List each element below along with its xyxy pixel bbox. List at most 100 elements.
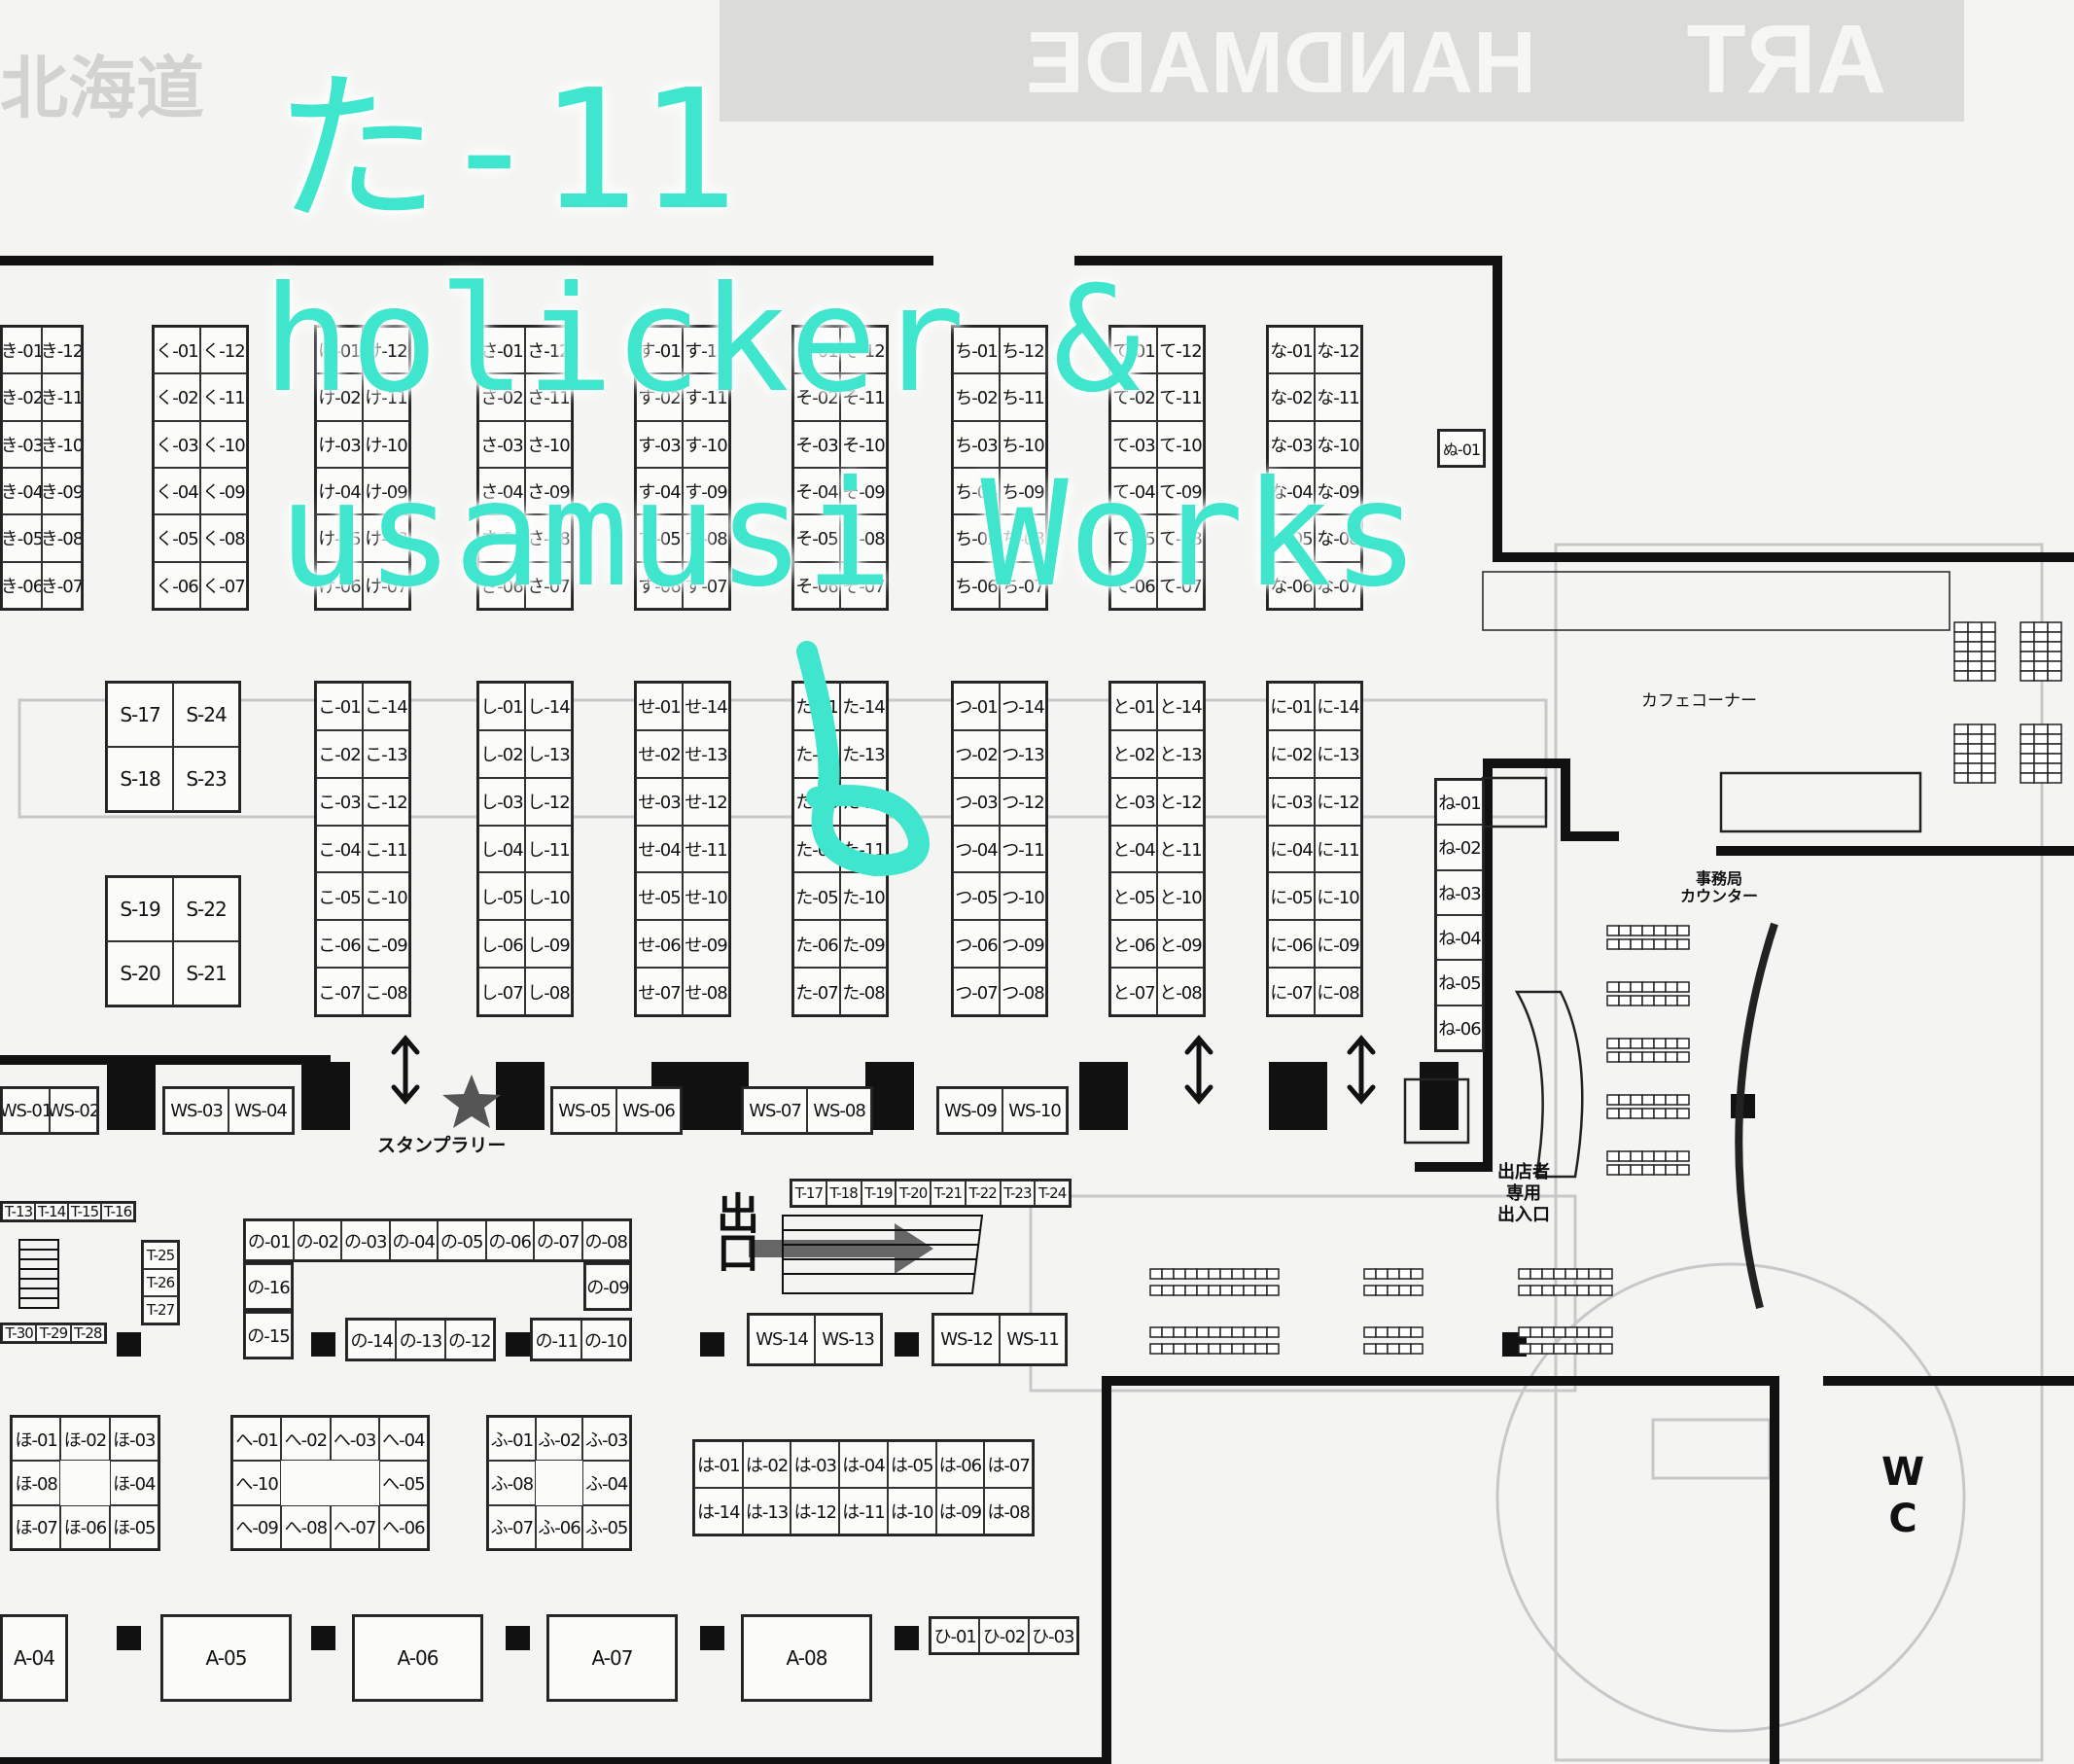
booth-cell: の-10 — [580, 1320, 630, 1359]
booth-cell — [60, 1461, 109, 1504]
booth-block-no_16: の-16 — [243, 1262, 294, 1311]
booth-cell: な-07 — [1315, 561, 1361, 609]
booth-cell: へ-04 — [378, 1417, 428, 1462]
booth-cell: せ-10 — [683, 872, 729, 921]
booth-cell: WS-05 — [552, 1088, 616, 1133]
booth-cell: は-12 — [791, 1488, 840, 1535]
star-icon — [442, 1075, 501, 1128]
booth-cell: の-08 — [581, 1220, 630, 1260]
booth-cell: そ-05 — [793, 514, 840, 562]
booth-cell: さ-01 — [478, 327, 525, 374]
booth-cell: WS-07 — [743, 1088, 807, 1133]
overlay-booth-number: た-11 — [274, 54, 739, 247]
booth-cell: す-12 — [683, 327, 729, 374]
booth-cell: な-04 — [1268, 467, 1315, 515]
booth-cell: に-06 — [1268, 920, 1315, 969]
booth-cell: T-19 — [861, 1181, 896, 1206]
booth-cell: WS-11 — [1000, 1315, 1066, 1364]
booth-cell: ほ-08 — [12, 1461, 61, 1505]
booth-cell: つ-08 — [1000, 968, 1046, 1015]
booth-cell: そ-12 — [840, 327, 887, 374]
faded-header: ART HANDMADE 北海道 — [0, 0, 1964, 128]
booth-cell: そ-08 — [840, 514, 887, 562]
faded-header-c: 北海道 — [0, 49, 204, 128]
booth-cell: ふ-04 — [582, 1461, 630, 1505]
booth-cell: く-04 — [154, 467, 200, 515]
booth-cell: き-09 — [42, 467, 82, 515]
booth-cell: へ-05 — [378, 1461, 428, 1505]
booth-cell: さ-08 — [525, 514, 572, 562]
booth-cell: は-07 — [984, 1441, 1033, 1488]
booth-cell: つ-13 — [1000, 729, 1046, 778]
faded-header-b: HANDMADE — [1026, 15, 1536, 112]
booth-cell: へ-02 — [281, 1417, 331, 1462]
booth-cell: へ-08 — [281, 1504, 331, 1549]
booth-cell: く-12 — [200, 327, 247, 374]
booth-cell: こ-13 — [363, 729, 409, 778]
stamp-rally-label: スタンプラリー — [377, 1135, 507, 1156]
booth-cell: さ-02 — [478, 373, 525, 421]
booth-cell: S-21 — [173, 941, 239, 1005]
stairs-icon — [18, 1215, 984, 1309]
booth-cell: と-06 — [1110, 920, 1157, 969]
booth-cell: そ-06 — [793, 561, 840, 609]
booth-cell: の-14 — [347, 1320, 397, 1359]
booth-cell: ね-05 — [1436, 960, 1483, 1005]
booth-cell: く-05 — [154, 514, 200, 562]
booth-cell: と-09 — [1157, 920, 1204, 969]
booth-cell: T-14 — [35, 1203, 68, 1220]
booth-cell: と-13 — [1157, 729, 1204, 778]
booth-cell: さ-07 — [525, 561, 572, 609]
booth-cell: に-11 — [1315, 825, 1361, 873]
booth-cell: S-24 — [173, 683, 239, 747]
booth-cell: し-09 — [525, 920, 572, 969]
booth-cell: ね-03 — [1436, 869, 1483, 915]
booth-cell: せ-06 — [636, 920, 683, 969]
booth-block-a8: A-08 — [741, 1614, 872, 1702]
booth-cell: ち-09 — [1000, 467, 1046, 515]
booth-cell: T-30 — [2, 1324, 37, 1342]
booth-cell: き-04 — [2, 467, 42, 515]
booth-cell: ほ-05 — [109, 1504, 158, 1549]
booth-cell: ほ-02 — [60, 1417, 110, 1462]
cafe-corner-label: カフェコーナー — [1641, 691, 1757, 711]
booth-block-a4: A-04 — [0, 1614, 68, 1702]
booth-cell: T-13 — [2, 1203, 35, 1220]
booth-cell: の-03 — [341, 1220, 390, 1260]
booth-cell: に-05 — [1268, 872, 1315, 921]
overlay-shop-name-1: holicker & — [263, 256, 1142, 425]
booth-cell: に-12 — [1315, 777, 1361, 826]
booth-cell: そ-04 — [793, 467, 840, 515]
booth-cell: と-08 — [1157, 968, 1204, 1015]
booth-cell: に-01 — [1268, 683, 1315, 730]
booth-cell: に-10 — [1315, 872, 1361, 921]
booth-cell: A-06 — [354, 1616, 481, 1700]
booth-cell: WS-01 — [2, 1088, 50, 1133]
booth-cell: は-08 — [984, 1488, 1033, 1535]
booth-cell: へ-01 — [232, 1417, 282, 1462]
booth-cell: し-06 — [478, 920, 525, 969]
booth-cell: に-08 — [1315, 968, 1361, 1015]
booth-cell: に-02 — [1268, 729, 1315, 778]
booth-cell — [536, 1461, 583, 1504]
booth-cell: け-09 — [363, 467, 409, 515]
booth-cell: て-06 — [1110, 561, 1157, 609]
office-counter-label: 事務局 カウンター — [1680, 869, 1759, 905]
booth-cell — [331, 1461, 379, 1504]
booth-cell: WS-03 — [164, 1088, 228, 1133]
booth-cell: S-20 — [107, 941, 173, 1005]
booth-cell: て-03 — [1110, 420, 1157, 468]
booth-cell: け-01 — [316, 327, 363, 374]
booth-cell: こ-10 — [363, 872, 409, 921]
booth-cell: の-09 — [585, 1264, 630, 1309]
